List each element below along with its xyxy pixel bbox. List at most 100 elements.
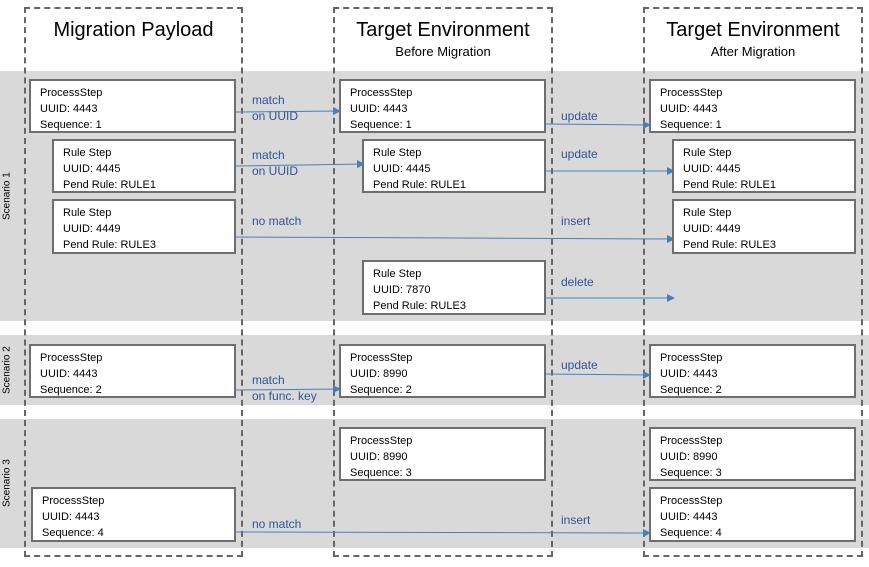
node-line: Sequence: 4 — [660, 527, 722, 539]
node-after-rulestep-4445: Rule Step UUID: 4445 Pend Rule: RULE1 — [672, 139, 856, 193]
node-line: Rule Step — [373, 147, 422, 159]
node-line: Sequence: 4 — [42, 527, 104, 539]
node-line: ProcessStep — [660, 495, 723, 507]
node-line: Sequence: 3 — [350, 467, 412, 479]
node-line: Sequence: 2 — [40, 384, 102, 396]
edge-label-line: update — [561, 358, 598, 372]
node-line: Pend Rule: RULE1 — [373, 179, 466, 191]
node-line: Pend Rule: RULE3 — [373, 300, 466, 312]
node-line: Sequence: 2 — [660, 384, 722, 396]
node-line: ProcessStep — [660, 87, 723, 99]
node-line: UUID: 7870 — [373, 284, 431, 296]
node-before-rulestep-4445: Rule Step UUID: 4445 Pend Rule: RULE1 — [362, 139, 546, 193]
node-line: Rule Step — [683, 207, 732, 219]
edge-label-line: insert — [561, 513, 591, 527]
node-line: UUID: 4443 — [660, 103, 718, 115]
column-subtitle-text: After Migration — [710, 44, 796, 59]
node-after-processstep-3: ProcessStep UUID: 8990 Sequence: 3 — [649, 427, 856, 481]
node-line: UUID: 8990 — [660, 451, 718, 463]
edge-label-e4: update — [561, 146, 598, 162]
node-line: Rule Step — [63, 207, 112, 219]
node-line: UUID: 8990 — [350, 368, 408, 380]
node-payload-rulestep-4445: Rule Step UUID: 4445 Pend Rule: RULE1 — [52, 139, 236, 193]
node-line: ProcessStep — [350, 87, 413, 99]
scenario-label-1: Scenario 1 — [1, 172, 13, 220]
column-frame-payload — [24, 7, 243, 557]
column-title-payload: Migration Payload — [26, 18, 241, 42]
edge-label-e7: delete — [561, 274, 594, 290]
node-before-rulestep-7870: Rule Step UUID: 7870 Pend Rule: RULE3 — [362, 260, 546, 315]
node-line: Rule Step — [63, 147, 112, 159]
node-line: UUID: 4443 — [40, 368, 98, 380]
node-line: ProcessStep — [350, 352, 413, 364]
node-line: Sequence: 1 — [660, 119, 722, 131]
column-title-text: Target Environment — [666, 19, 840, 41]
node-payload-processstep-2: ProcessStep UUID: 4443 Sequence: 2 — [29, 344, 236, 398]
node-line: UUID: 4443 — [660, 368, 718, 380]
node-line: Rule Step — [373, 268, 422, 280]
edge-label-line: match — [252, 93, 285, 107]
edge-label-line: update — [561, 109, 598, 123]
node-line: ProcessStep — [42, 495, 105, 507]
edge-label-e1: match on UUID — [252, 92, 298, 124]
edge-label-line: on UUID — [252, 109, 299, 123]
edge-label-line: on func. key — [252, 389, 317, 403]
scenario-label-3: Scenario 3 — [1, 459, 13, 508]
node-line: ProcessStep — [660, 352, 723, 364]
edge-label-e5: no match — [252, 213, 301, 229]
node-line: UUID: 4443 — [350, 103, 408, 115]
edge-label-e6: insert — [561, 213, 590, 229]
node-payload-processstep-1: ProcessStep UUID: 4443 Sequence: 1 — [29, 79, 236, 133]
node-line: ProcessStep — [350, 435, 413, 447]
node-line: UUID: 4445 — [373, 163, 431, 175]
node-line: UUID: 4443 — [42, 511, 100, 523]
node-payload-processstep-4: ProcessStep UUID: 4443 Sequence: 4 — [31, 487, 236, 542]
node-line: UUID: 4443 — [40, 103, 98, 115]
node-after-processstep-1: ProcessStep UUID: 4443 Sequence: 1 — [649, 79, 856, 133]
node-line: ProcessStep — [660, 435, 723, 447]
node-line: Sequence: 3 — [660, 467, 722, 479]
node-line: Sequence: 1 — [350, 119, 412, 131]
column-title-text: Target Environment — [356, 19, 530, 41]
edge-label-e2: update — [561, 108, 598, 124]
edge-label-e11: insert — [561, 512, 590, 528]
edge-label-line: delete — [561, 275, 594, 289]
edge-label-e10: no match — [252, 516, 301, 532]
column-frame-after — [643, 7, 863, 557]
column-subtitle-text: Before Migration — [395, 44, 491, 59]
node-line: UUID: 4449 — [63, 223, 121, 235]
edge-label-e8: update — [561, 357, 598, 373]
node-before-processstep-2: ProcessStep UUID: 8990 Sequence: 2 — [339, 344, 546, 398]
node-after-processstep-4: ProcessStep UUID: 4443 Sequence: 4 — [649, 487, 856, 542]
node-line: ProcessStep — [40, 87, 103, 99]
node-line: UUID: 4443 — [660, 511, 718, 523]
node-line: Sequence: 2 — [350, 384, 412, 396]
node-line: Sequence: 1 — [40, 119, 102, 131]
node-before-processstep-3: ProcessStep UUID: 8990 Sequence: 3 — [339, 427, 546, 481]
node-line: UUID: 8990 — [350, 451, 408, 463]
edge-label-line: no match — [252, 517, 302, 531]
node-line: UUID: 4445 — [683, 163, 741, 175]
node-line: ProcessStep — [40, 352, 103, 364]
edge-label-line: insert — [561, 214, 591, 228]
edge-label-line: match — [252, 148, 285, 162]
column-frame-before — [333, 7, 553, 557]
node-after-rulestep-4449: Rule Step UUID: 4449 Pend Rule: RULE3 — [672, 199, 856, 254]
node-before-processstep-1: ProcessStep UUID: 4443 Sequence: 1 — [339, 79, 546, 133]
column-title-after: Target Environment After Migration — [645, 18, 861, 60]
edge-label-line: no match — [252, 214, 302, 228]
node-line: Pend Rule: RULE1 — [683, 179, 776, 191]
node-line: Pend Rule: RULE3 — [63, 239, 156, 251]
node-line: UUID: 4445 — [63, 163, 121, 175]
node-line: Pend Rule: RULE3 — [683, 239, 776, 251]
column-title-text: Migration Payload — [53, 19, 214, 41]
edge-label-line: update — [561, 147, 598, 161]
column-title-before: Target Environment Before Migration — [335, 18, 551, 60]
node-line: Pend Rule: RULE1 — [63, 179, 156, 191]
node-after-processstep-2: ProcessStep UUID: 4443 Sequence: 2 — [649, 344, 856, 398]
node-line: UUID: 4449 — [683, 223, 741, 235]
node-line: Rule Step — [683, 147, 732, 159]
scenario-label-2: Scenario 2 — [1, 346, 13, 394]
